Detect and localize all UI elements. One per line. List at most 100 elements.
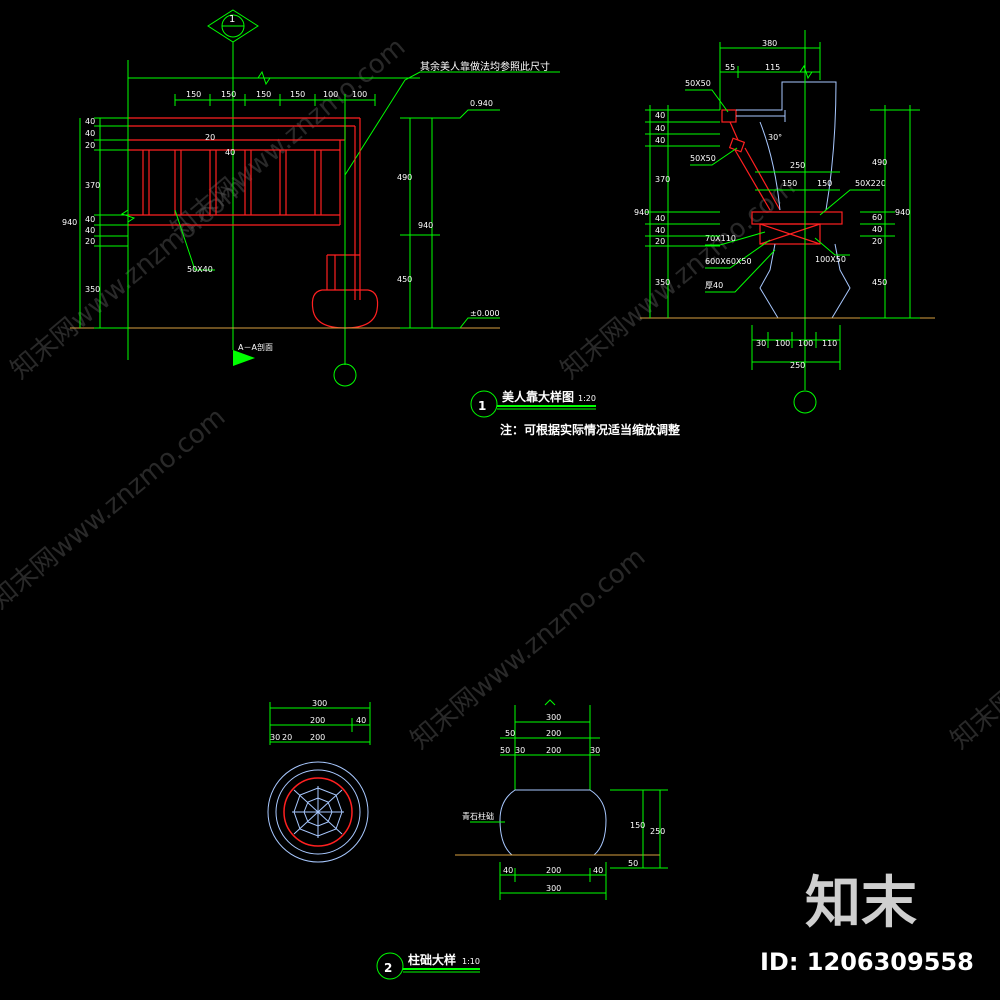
dim-label: 30	[270, 733, 280, 742]
axis-bubble	[333, 363, 357, 387]
dim-label: 40	[356, 716, 366, 725]
title-scale: 1:10	[462, 957, 480, 966]
elev-ground: ±0.000	[470, 309, 500, 318]
member-label: 50X50	[685, 79, 711, 88]
title-marker: 1	[478, 399, 486, 413]
dim-label: 200	[546, 866, 561, 875]
dim-label: 30	[756, 339, 766, 348]
dim-total: 250	[790, 361, 805, 370]
title-text: 柱础大样	[408, 952, 456, 967]
dim-label: 150	[630, 821, 645, 830]
dim-label: 40	[655, 124, 665, 133]
watermark-text: 知末网www.znzmo.com	[0, 402, 231, 615]
dim-label: 250	[650, 827, 665, 836]
dim-label: 100	[798, 339, 813, 348]
member-label: 50X220	[855, 179, 886, 188]
watermark-text: 知末网www.znzmo.com	[945, 542, 1000, 755]
plan-column-circle	[283, 777, 353, 847]
dim-label: 40	[85, 117, 95, 126]
small-dim: 40	[225, 148, 235, 157]
dim-label: 450	[872, 278, 887, 287]
leader-label: 其余美人靠做法均参照此尺寸	[420, 60, 550, 73]
member-label: 厚40	[705, 281, 723, 290]
detail2-title: 2 柱础大样 1:10	[376, 952, 480, 980]
dim-label: 40	[85, 226, 95, 235]
member-label: 600X60X50	[705, 257, 752, 266]
section-label: A－A剖面	[238, 342, 273, 352]
section-profile	[721, 81, 851, 319]
dim-label: 200	[546, 729, 561, 738]
dim-label: 200	[546, 746, 561, 755]
dim-label: 350	[85, 285, 100, 294]
dim-label: 370	[655, 175, 670, 184]
dim-label: 100	[352, 90, 367, 99]
dim-total: 300	[546, 884, 561, 893]
railing-frame	[128, 117, 379, 329]
small-dim: 20	[205, 133, 215, 142]
plan-outer-circle	[267, 761, 369, 863]
dim-label: 490	[397, 173, 412, 182]
dim-label: 200	[310, 716, 325, 725]
dim-label: 100	[775, 339, 790, 348]
axis-bubble	[793, 390, 817, 414]
dim-label: 50	[505, 729, 515, 738]
member-label: 100X50	[815, 255, 846, 264]
dim-label: 50	[628, 859, 638, 868]
dim-total: 940	[895, 208, 910, 217]
dim-label: 150	[221, 90, 236, 99]
dim-label: 60	[872, 213, 882, 222]
dim-label: 350	[655, 278, 670, 287]
dim-label: 20	[655, 237, 665, 246]
dim-total: 300	[312, 699, 327, 708]
base-drum	[499, 789, 607, 856]
dim-label: 40	[655, 214, 665, 223]
title-marker: 2	[384, 961, 392, 975]
dim-label: 40	[503, 866, 513, 875]
column-base-plan: 300 200 40 30 20 200	[267, 699, 371, 863]
dim-label: 20	[872, 237, 882, 246]
dim-total: 940	[418, 221, 433, 230]
dim-label: 150	[817, 179, 832, 188]
dim-label: 40	[655, 226, 665, 235]
dim-label: 150	[186, 90, 201, 99]
dim-label: 50	[500, 746, 510, 755]
dim-label: 370	[85, 181, 100, 190]
watermark-text: 知末网www.znzmo.com	[555, 172, 801, 385]
title-scale: 1:20	[578, 394, 596, 403]
dim-label: 100	[323, 90, 338, 99]
dim-label: 30	[515, 746, 525, 755]
section-arrow	[233, 350, 255, 366]
member-label: 70X110	[705, 234, 736, 243]
dim-total: 940	[634, 208, 649, 217]
dim-label: 20	[85, 237, 95, 246]
detail1-title: 1 美人靠大样图 1:20 注：可根据实际情况适当缩放调整	[470, 389, 680, 437]
dim-label: 30	[590, 746, 600, 755]
member-label: 50X50	[690, 154, 716, 163]
title-text: 美人靠大样图	[502, 389, 574, 404]
dim-label: 115	[765, 63, 780, 72]
material-label: 青石柱础	[462, 811, 494, 821]
member-label: 50X40	[187, 265, 213, 274]
drawing-note: 注：可根据实际情况适当缩放调整	[500, 422, 680, 437]
dim-label: 150	[782, 179, 797, 188]
brand-logo: 知末	[805, 871, 917, 936]
dim-label: 40	[655, 136, 665, 145]
watermark-text: 知末网www.znzmo.com	[165, 32, 411, 245]
dim-label: 20	[85, 141, 95, 150]
railing-section: 380 55 115 50X50 50X50	[634, 30, 935, 414]
dim-label: 40	[85, 129, 95, 138]
dim-label: 55	[725, 63, 735, 72]
elev-top: 0.940	[470, 99, 493, 108]
marker-number: 1	[229, 14, 235, 25]
dim-total: 380	[762, 39, 777, 48]
dim-total: 300	[546, 713, 561, 722]
dim-label: 200	[310, 733, 325, 742]
watermark-text: 知末网www.znzmo.com	[405, 542, 651, 755]
column-base-elevation: 300 50 200 50 30 200 30 青石柱础 150 250 50 …	[455, 699, 668, 900]
railing-elevation: 1 A－A剖面 150 150 150 150 100 100 其余美人靠做法均…	[62, 9, 560, 387]
dim-label: 110	[822, 339, 837, 348]
dim-label: 150	[290, 90, 305, 99]
dim-label: 20	[282, 733, 292, 742]
dim-label: 40	[85, 215, 95, 224]
